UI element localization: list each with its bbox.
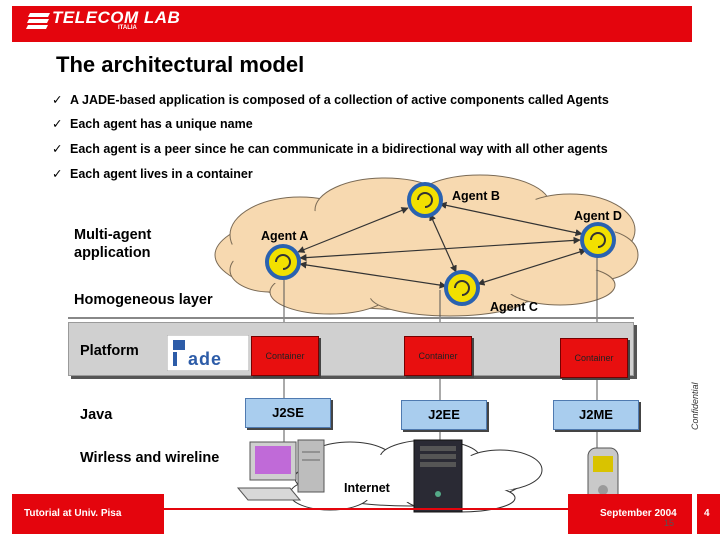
layer-label-wireless: Wirless and wireline [80, 450, 220, 466]
checkmark-icon: ✓ [52, 142, 63, 156]
layer-label-java: Java [80, 407, 113, 423]
link-c-d [477, 248, 587, 286]
bullet-text: Each agent lives in a container [70, 167, 253, 181]
bullet-item: ✓ Each agent has a unique name [52, 116, 253, 131]
bullet-text: A JADE-based application is composed of … [70, 93, 609, 107]
agent-c-icon [444, 270, 480, 306]
checkmark-icon: ✓ [52, 117, 63, 131]
footer-date: September 2004 [600, 508, 677, 519]
agent-d-label: Agent D [574, 209, 622, 223]
header-cut [693, 0, 720, 42]
mobile-phone-icon [587, 447, 619, 507]
layer-label-homogeneous: Homogeneous layer [74, 292, 213, 308]
desktop-computer-icon [236, 439, 325, 501]
server-icon [413, 439, 463, 513]
java-edition-box: J2ME [553, 400, 639, 430]
bullet-item: ✓ A JADE-based application is composed of… [52, 92, 609, 107]
telecom-logo-icon [26, 13, 50, 29]
agent-a-label: Agent A [261, 229, 309, 243]
slide-title: The architectural model [56, 52, 305, 77]
footer-page-number: 4 [704, 508, 710, 519]
agent-b-label: Agent B [452, 189, 500, 203]
agent-c-label: Agent C [490, 300, 538, 314]
agent-b-icon [407, 182, 443, 218]
jade-logo: ade [167, 335, 249, 371]
logo-text: TELECOM LAB [52, 8, 181, 27]
link-a-c [299, 261, 447, 289]
agent-a-icon [265, 244, 301, 280]
footer-divider [164, 508, 568, 510]
footer-left-bar [12, 494, 164, 534]
link-b-c [429, 213, 457, 273]
bullet-item: ✓ Each agent is a peer since he can commu… [52, 141, 608, 156]
layer-label-multi-agent: Multi-agent application [74, 227, 152, 261]
internet-label: Internet [344, 481, 390, 495]
container-box: Container [251, 336, 319, 376]
header-bar [12, 6, 692, 42]
footer-right-bar [568, 494, 692, 534]
agent-d-icon [580, 222, 616, 258]
footer-tutorial-text: Tutorial at Univ. Pisa [24, 508, 122, 519]
container-box: Container [560, 338, 628, 378]
footer-page-bar [697, 494, 720, 534]
java-edition-box: J2EE [401, 400, 487, 430]
container-box: Container [404, 336, 472, 376]
java-edition-box: J2SE [245, 398, 331, 428]
checkmark-icon: ✓ [52, 167, 63, 181]
bullet-item: ✓ Each agent lives in a container [52, 166, 253, 181]
link-b-d [439, 201, 583, 237]
bullet-text: Each agent is a peer since he can commun… [70, 142, 608, 156]
bullet-text: Each agent has a unique name [70, 117, 253, 131]
svg-text:ade: ade [188, 349, 222, 369]
checkmark-icon: ✓ [52, 93, 63, 107]
logo-subtext: ITALIA [118, 25, 137, 31]
platform-bar [68, 322, 634, 376]
confidential-label: Confidential [690, 382, 700, 430]
layer-label-platform: Platform [80, 343, 139, 359]
slide-number: 15 [664, 518, 675, 528]
